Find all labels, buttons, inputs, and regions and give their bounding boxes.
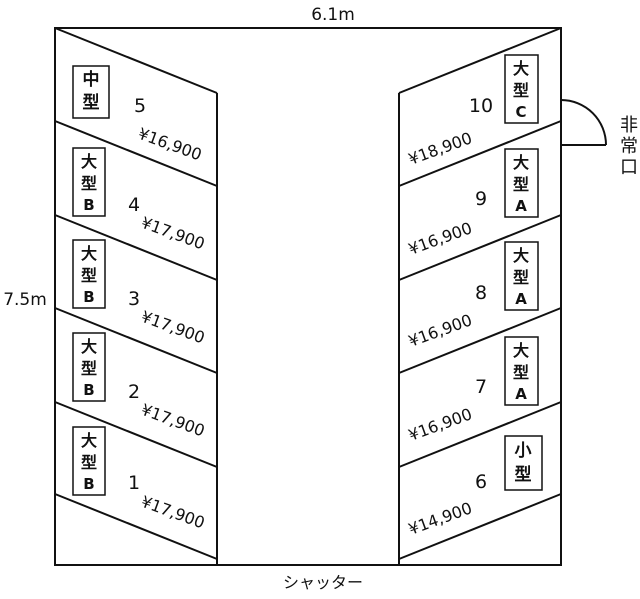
size-tag-char: 小 [515, 441, 532, 461]
exit-char-2: 常 [620, 136, 638, 157]
unit-price: ¥16,900 [406, 218, 475, 258]
size-tag-box [504, 54, 539, 124]
left-divider-1-2 [54, 401, 218, 468]
size-tag-char: A [515, 290, 527, 308]
size-tag-box [504, 336, 539, 406]
right-divider-bottom [398, 493, 562, 560]
emergency-exit-door [560, 99, 607, 146]
unit-price: ¥16,900 [406, 310, 475, 350]
unit-number: 6 [475, 471, 487, 493]
size-tag-box [72, 332, 106, 402]
unit-number: 4 [128, 194, 140, 216]
height-label: 7.5m [3, 290, 47, 310]
left-divider-2-3 [54, 307, 218, 374]
door-swing-arc [560, 99, 607, 146]
size-tag-char: 大 [513, 153, 529, 172]
size-tag-char: 型 [513, 81, 529, 100]
size-tag-char: B [83, 475, 94, 493]
unit-price: ¥17,900 [139, 492, 208, 532]
size-tag-char: 型 [513, 363, 529, 382]
unit-4: 大 型 B 4 ¥17,900 [72, 147, 208, 253]
size-tag-box [504, 148, 539, 218]
size-tag-char: 型 [81, 266, 97, 285]
unit-2: 大 型 B 2 ¥17,900 [72, 332, 208, 440]
exit-char-1: 非 [620, 115, 638, 136]
unit-8: 大 型 A 8 ¥16,900 [406, 241, 539, 351]
unit-number: 9 [475, 188, 487, 210]
size-tag-box [72, 426, 106, 496]
unit-number: 7 [475, 376, 487, 398]
unit-7: 大 型 A 7 ¥16,900 [406, 336, 539, 445]
size-tag-char: 中 [83, 69, 100, 90]
size-tag-char: 型 [81, 453, 97, 472]
size-tag-char: 型 [513, 268, 529, 287]
right-divider-6-7 [398, 401, 562, 468]
size-tag-char: A [515, 197, 527, 215]
right-unit-column [398, 27, 562, 565]
size-tag-char: 大 [513, 246, 529, 265]
size-tag-box [72, 65, 110, 119]
size-tag-char: A [515, 385, 527, 403]
unit-number: 5 [134, 95, 146, 117]
size-tag-char: 型 [83, 92, 100, 113]
right-divider-7-8 [398, 307, 562, 374]
left-divider-bottom [54, 493, 218, 560]
left-divider-top [54, 27, 218, 94]
size-tag-char: 型 [81, 174, 97, 193]
width-label: 6.1m [311, 5, 355, 25]
size-tag-char: 大 [81, 337, 97, 356]
unit-1: 大 型 B 1 ¥17,900 [72, 426, 208, 532]
unit-6: 小 型 6 ¥14,900 [406, 435, 543, 539]
size-tag-char: 大 [513, 59, 529, 78]
size-tag-char: 大 [81, 244, 97, 263]
size-tag-char: 型 [81, 359, 97, 378]
left-divider-3-4 [54, 214, 218, 281]
size-tag-char: 型 [513, 175, 529, 194]
right-divider-top [398, 27, 562, 94]
size-tag-char: B [83, 288, 94, 306]
size-tag-char: B [83, 381, 94, 399]
size-tag-box [504, 241, 539, 311]
unit-3: 大 型 B 3 ¥17,900 [72, 239, 208, 347]
shutter-label: シャッター [283, 573, 363, 592]
size-tag-char: 型 [515, 464, 532, 485]
exit-char-3: 口 [620, 157, 638, 178]
size-tag-char: 大 [513, 341, 529, 360]
unit-number: 3 [128, 288, 140, 310]
left-unit-column [54, 27, 218, 565]
unit-price: ¥17,900 [139, 400, 208, 440]
unit-number: 10 [469, 95, 493, 117]
emergency-exit-label: 非 常 口 [620, 115, 638, 178]
unit-price: ¥17,900 [139, 307, 208, 347]
size-tag-box [72, 239, 106, 309]
size-tag-char: B [83, 196, 94, 214]
size-tag-char: 大 [81, 152, 97, 171]
size-tag-box [504, 435, 543, 491]
size-tag-char: 大 [81, 431, 97, 450]
unit-price: ¥18,900 [406, 128, 475, 168]
size-tag-char: C [515, 103, 526, 121]
left-divider-4-5 [54, 120, 218, 187]
unit-number: 1 [128, 472, 140, 494]
room-outline [54, 27, 562, 566]
unit-number: 8 [475, 282, 487, 304]
unit-price: ¥16,900 [406, 404, 475, 444]
unit-price: ¥17,900 [139, 213, 208, 253]
size-tag-box [72, 147, 106, 217]
right-divider-9-10 [398, 120, 562, 187]
right-divider-8-9 [398, 214, 562, 281]
unit-number: 2 [128, 381, 140, 403]
